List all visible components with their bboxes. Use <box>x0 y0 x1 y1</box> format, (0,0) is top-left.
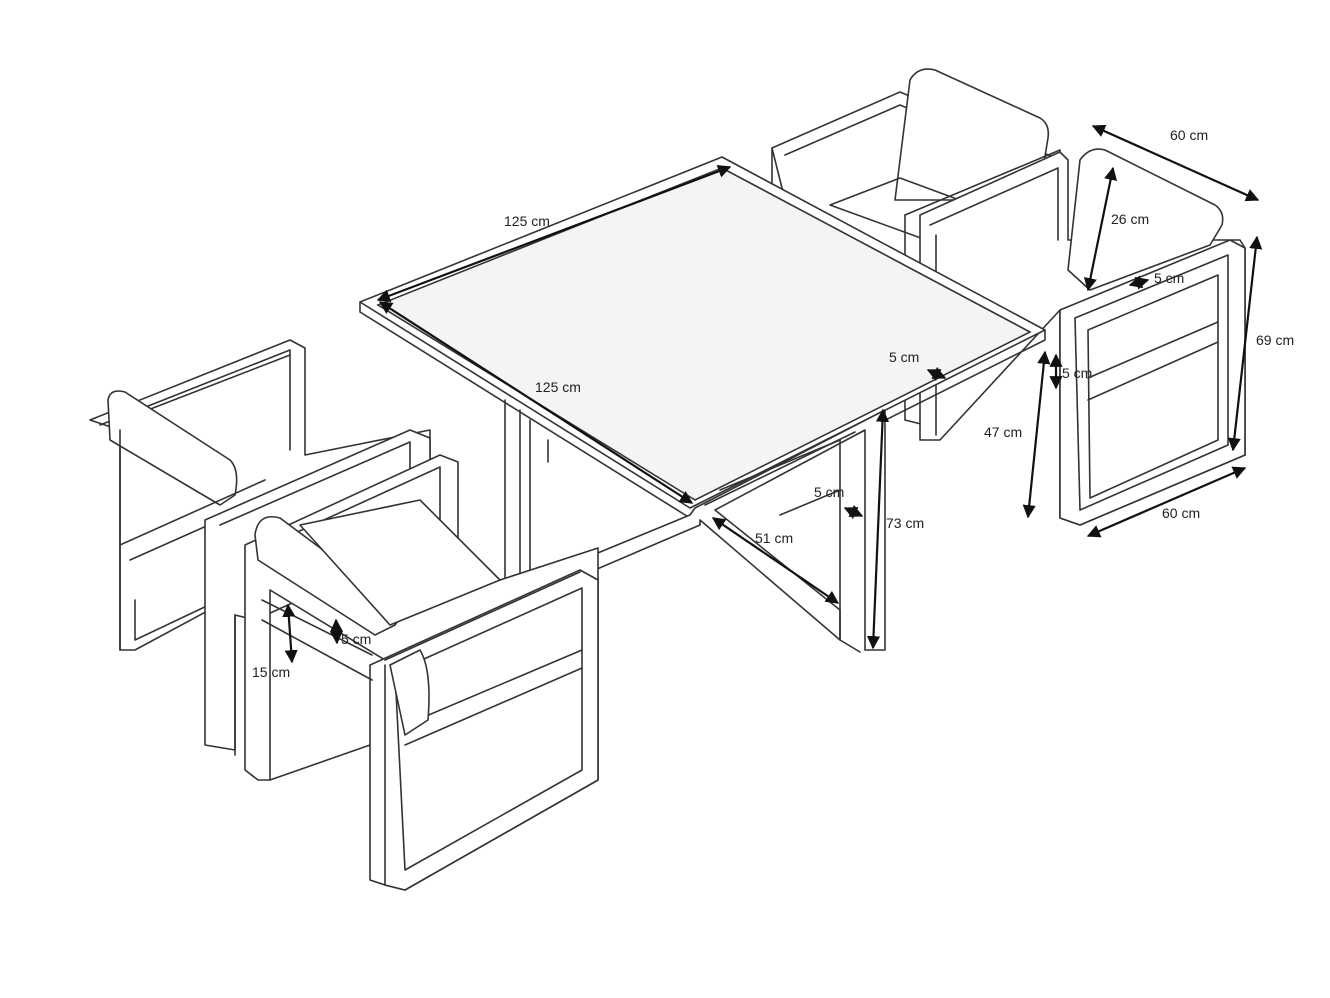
label-table-frame-top: 5 cm <box>889 349 920 365</box>
arrow-chair-width <box>1091 124 1260 202</box>
label-chair-frame-side: 5 cm <box>1062 365 1093 381</box>
arrow-chair-depth <box>1086 466 1247 538</box>
arrow-table-leg-base <box>711 517 840 604</box>
arrow-table-frame-leg <box>843 504 864 520</box>
label-table-height: 73 cm <box>886 515 925 531</box>
arrow-table-height <box>866 408 890 650</box>
label-armrest-thickness: 5 cm <box>341 631 372 647</box>
dimension-arrows <box>282 124 1263 664</box>
label-chair-frame: 5 cm <box>1154 270 1185 286</box>
right-chair <box>919 148 1246 526</box>
label-chair-height: 69 cm <box>1256 332 1295 348</box>
arrow-cushion-thickness <box>282 603 298 664</box>
label-table-leg-base: 51 cm <box>755 530 794 546</box>
arrow-table-frame-top <box>926 366 947 382</box>
arrow-table-depth <box>378 301 694 504</box>
label-chair-seat-height: 47 cm <box>984 424 1023 440</box>
label-chair-back-height: 26 cm <box>1111 211 1150 227</box>
arrow-armrest-thickness <box>329 618 344 645</box>
label-chair-width: 60 cm <box>1170 127 1209 143</box>
arrow-chair-frame <box>1128 275 1150 290</box>
label-cushion-thickness: 15 cm <box>252 664 291 680</box>
label-chair-depth: 60 cm <box>1162 505 1201 521</box>
arrow-table-width <box>376 165 732 302</box>
front-chair <box>244 454 599 891</box>
arrow-chair-back-height <box>1083 166 1118 292</box>
arrow-chair-height <box>1227 235 1263 452</box>
label-table-frame-leg: 5 cm <box>814 484 845 500</box>
label-table-width: 125 cm <box>504 213 550 229</box>
label-table-depth: 125 cm <box>535 379 581 395</box>
arrow-chair-seat-height <box>1022 350 1051 519</box>
